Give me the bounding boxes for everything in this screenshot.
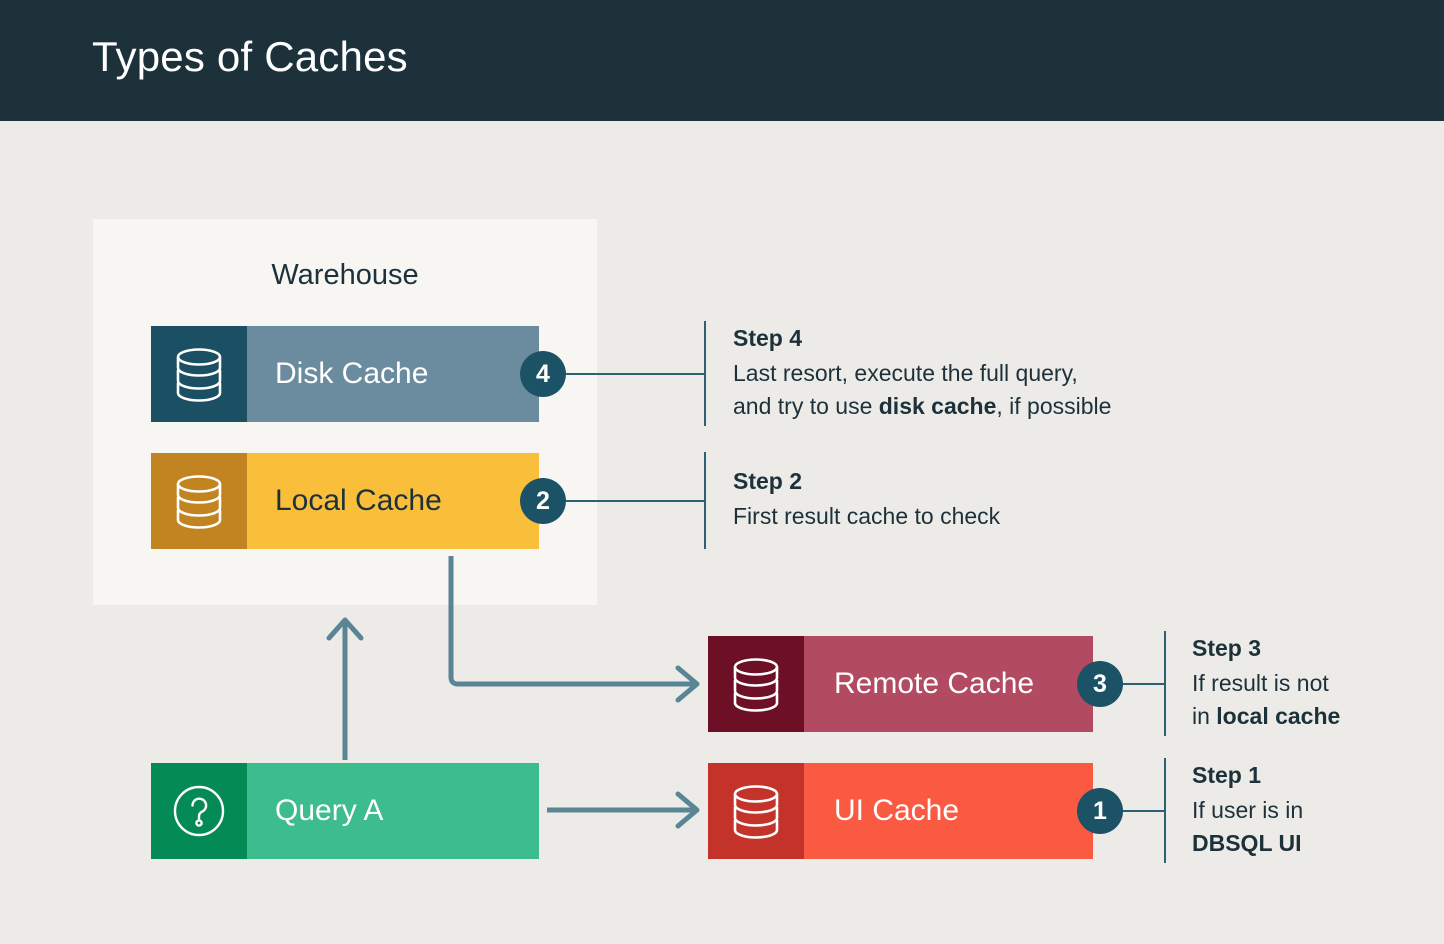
- arrow-query-to-warehouse: [326, 617, 364, 760]
- connector-step-3: [1117, 683, 1165, 685]
- step-3-description: If result is not in local cache: [1192, 667, 1442, 732]
- database-cylinder-icon: [176, 475, 222, 529]
- node-query-a[interactable]: Query A: [151, 763, 539, 859]
- step-4-line1: Last resort, execute the full query,: [733, 360, 1078, 386]
- ui-cache-label: UI Cache: [834, 794, 960, 827]
- query-a-body: Query A: [247, 763, 539, 859]
- step-3-line1: If result is not: [1192, 670, 1329, 696]
- connector-step-1: [1117, 810, 1165, 812]
- remote-cache-icon-panel: [708, 636, 804, 732]
- step-3-line2-pre: in: [1192, 702, 1217, 729]
- connector-step-2: [560, 500, 705, 502]
- step-1-title: Step 1: [1192, 762, 1262, 788]
- step-3-line2-bold: local cache: [1216, 702, 1341, 729]
- remote-cache-body: Remote Cache: [804, 636, 1093, 732]
- step-3-title: Step 3: [1192, 635, 1262, 661]
- step-4-title: Step 4: [733, 325, 803, 351]
- page-title: Types of Caches: [92, 33, 408, 80]
- disk-cache-icon-panel: [151, 326, 247, 422]
- query-a-icon-panel: [151, 763, 247, 859]
- query-a-label: Query A: [275, 794, 384, 827]
- step-1-line2-bold: DBSQL UI: [1192, 829, 1302, 856]
- step-badge-4[interactable]: 4: [520, 351, 566, 397]
- arrow-query-to-ui-cache: [547, 791, 700, 829]
- question-circle-icon: [173, 785, 225, 837]
- database-cylinder-icon: [176, 348, 222, 402]
- node-ui-cache[interactable]: UI Cache: [708, 763, 1093, 859]
- step-1-line1: If user is in: [1192, 797, 1304, 823]
- step-badge-1[interactable]: 1: [1077, 788, 1123, 834]
- ui-cache-body: UI Cache: [804, 763, 1093, 859]
- step-4-line2-post: , if possible: [996, 392, 1112, 419]
- disk-cache-body: Disk Cache: [247, 326, 539, 422]
- disk-cache-label: Disk Cache: [275, 357, 429, 390]
- local-cache-body: Local Cache: [247, 453, 539, 549]
- local-cache-label: Local Cache: [275, 484, 442, 517]
- step-4-line2-pre: and try to use: [733, 392, 879, 419]
- node-local-cache[interactable]: Local Cache: [151, 453, 539, 549]
- step-2-text-block: Step 2 First result cache to check: [733, 468, 1233, 533]
- node-disk-cache[interactable]: Disk Cache: [151, 326, 539, 422]
- database-cylinder-icon: [733, 658, 779, 712]
- ui-cache-icon-panel: [708, 763, 804, 859]
- step-badge-3[interactable]: 3: [1077, 661, 1123, 707]
- step-4-line2-bold: disk cache: [878, 392, 997, 419]
- connector-step-4: [560, 373, 705, 375]
- bracket-step-2: [704, 452, 706, 549]
- step-4-description: Last resort, execute the full query, and…: [733, 357, 1233, 422]
- node-remote-cache[interactable]: Remote Cache: [708, 636, 1093, 732]
- remote-cache-label: Remote Cache: [834, 667, 1035, 700]
- step-4-text-block: Step 4 Last resort, execute the full que…: [733, 325, 1233, 422]
- step-2-title: Step 2: [733, 468, 803, 494]
- database-cylinder-icon: [733, 785, 779, 839]
- step-1-text-block: Step 1 If user is in DBSQL UI: [1192, 762, 1442, 859]
- step-1-description: If user is in DBSQL UI: [1192, 794, 1442, 859]
- bracket-step-4: [704, 321, 706, 426]
- step-3-text-block: Step 3 If result is not in local cache: [1192, 635, 1442, 732]
- header-bar: [0, 0, 1444, 121]
- step-badge-2[interactable]: 2: [520, 478, 566, 524]
- bracket-step-1: [1164, 758, 1166, 863]
- local-cache-icon-panel: [151, 453, 247, 549]
- warehouse-label: Warehouse: [271, 259, 419, 291]
- step-2-description: First result cache to check: [733, 500, 1233, 533]
- step-2-line1: First result cache to check: [733, 503, 1001, 529]
- bracket-step-3: [1164, 631, 1166, 736]
